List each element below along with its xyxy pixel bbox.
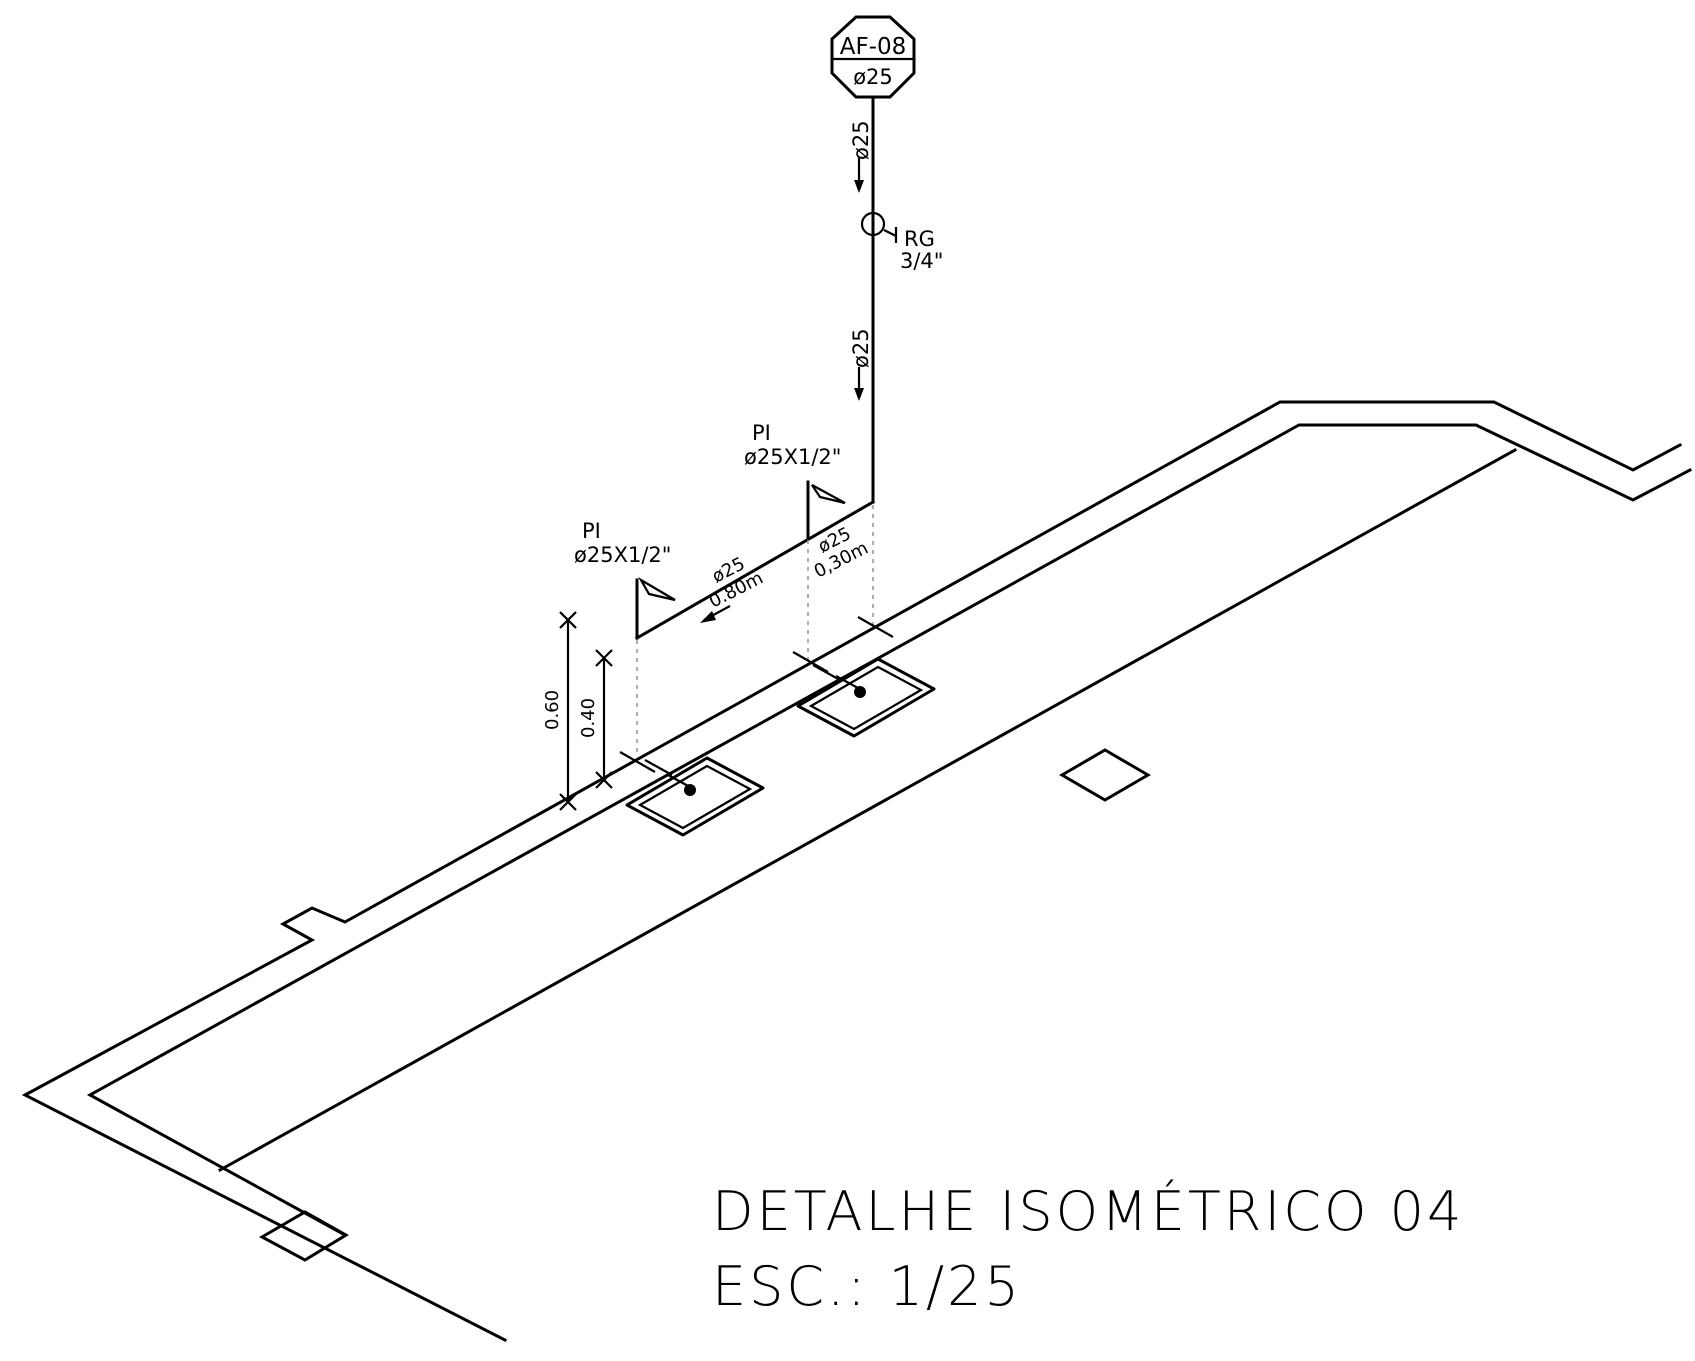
wall-outer-line [21,400,1683,1343]
dimension-lines [559,611,613,811]
sink-left [625,756,765,837]
floor-drain-square [1059,748,1151,802]
sink-right [796,657,936,738]
tag-octagon [830,15,916,99]
point-code-right: PI [752,421,771,445]
drawing-scale: ESC.: 1/25 [712,1255,1022,1318]
wall-opening [258,1210,349,1262]
point-spec-right: ø25X1/2" [744,445,841,469]
riser-lower-diameter-label: ø25 [849,328,873,368]
point-code-left: PI [582,519,601,543]
riser-upper-diameter-label: ø25 [849,120,873,160]
tag-code: AF-08 [840,34,907,60]
branch-long-pipe [634,499,876,641]
valve-symbol [860,211,886,237]
counter-front-line [217,447,1518,1173]
dimension-label-060: 0.60 [542,690,563,730]
outlet-flag-right [811,484,846,505]
drawing-title: DETALHE ISOMÉTRICO 04 [712,1180,1464,1243]
piping [619,97,898,776]
outlet-flag-left [637,576,676,602]
valve-size-label: 3/4" [900,249,943,273]
valve-code-label: RG [904,227,935,251]
wall-inner-line [86,423,1693,1238]
point-spec-left: ø25X1/2" [574,543,671,567]
tag-diameter: ø25 [853,65,893,89]
dimension-label-040: 0.40 [578,698,599,738]
riser-tag: AF-08 ø25 [830,15,916,99]
wall-outline [21,400,1693,1343]
